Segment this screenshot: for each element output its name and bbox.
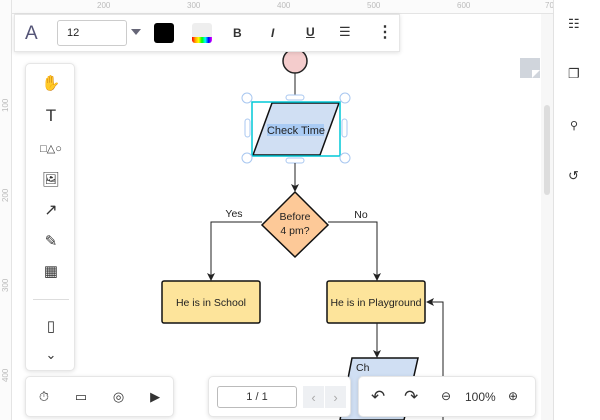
- resize-handles[interactable]: [241, 92, 351, 164]
- redo-icon[interactable]: ↷: [404, 387, 419, 406]
- playground-node[interactable]: [326, 280, 426, 324]
- pagination-panel: 1 / 1 ‹ ›: [208, 376, 351, 417]
- image-icon[interactable]: 🖼: [42, 170, 60, 187]
- zoom-out-icon[interactable]: ⊖: [441, 389, 452, 403]
- font-size-input[interactable]: 12: [57, 20, 127, 46]
- page-corner-icon[interactable]: [520, 58, 540, 78]
- search-icon[interactable]: ⚲: [570, 120, 579, 132]
- decision-label: Before: [280, 211, 311, 223]
- history-icon[interactable]: ↺: [568, 168, 579, 183]
- page-input[interactable]: 1 / 1: [217, 386, 297, 408]
- font-icon[interactable]: A: [25, 23, 38, 44]
- text-highlight: [267, 124, 324, 136]
- history-zoom-panel: ↶ ↷ ⊖ 100% ⊕: [358, 376, 536, 417]
- yes-label: Yes: [225, 208, 242, 220]
- present-icon[interactable]: ▶: [150, 388, 161, 404]
- decision-label: 4 pm?: [280, 225, 309, 237]
- more-options-icon[interactable]: ⋮: [377, 24, 393, 41]
- timer-icon[interactable]: ⏱: [38, 388, 50, 404]
- ruler-label: 400: [277, 1, 291, 10]
- ruler-label: 70: [545, 1, 554, 10]
- fill-color-button[interactable]: [192, 23, 212, 43]
- ruler-label: 600: [457, 1, 471, 10]
- properties-icon[interactable]: ☷: [568, 16, 580, 31]
- vertical-scrollbar[interactable]: [541, 14, 553, 420]
- italic-button[interactable]: I: [271, 26, 275, 40]
- playground-label: He is in Playground: [330, 297, 421, 309]
- hand-icon[interactable]: ✋: [41, 75, 61, 92]
- text-tool-icon[interactable]: T: [45, 106, 57, 125]
- table-icon[interactable]: ▦: [43, 263, 59, 280]
- zoom-level: 100%: [465, 390, 496, 404]
- undo-icon[interactable]: ↶: [371, 387, 386, 406]
- underline-button[interactable]: U: [306, 25, 315, 39]
- align-center-icon[interactable]: ☰: [339, 24, 351, 39]
- decision-node[interactable]: [260, 190, 330, 259]
- top-ruler: 200 300 400 500 600 70: [0, 0, 554, 14]
- comments-icon[interactable]: ◎: [112, 388, 125, 404]
- bold-button[interactable]: B: [233, 26, 242, 40]
- scrollbar-thumb[interactable]: [544, 105, 550, 195]
- shapes-icon[interactable]: □△○: [40, 142, 62, 155]
- template-icon[interactable]: ▯: [46, 318, 56, 335]
- prev-page-button[interactable]: ‹: [303, 386, 324, 408]
- ruler-label: 300: [187, 1, 201, 10]
- pen-icon[interactable]: ✎: [44, 233, 58, 250]
- chevron-down-icon[interactable]: [131, 29, 141, 35]
- start-node[interactable]: [282, 48, 308, 74]
- chevron-down-icon[interactable]: ⌄: [45, 347, 57, 362]
- ruler-label: 500: [367, 1, 381, 10]
- no-connector[interactable]: [328, 221, 381, 281]
- bottom-toolbar: ⏱ ▭ ◎ ▶: [25, 376, 174, 417]
- school-label: He is in School: [176, 297, 246, 309]
- arrow-icon[interactable]: ↗: [44, 202, 58, 219]
- selection-box: [251, 101, 341, 157]
- ruler-label: 200: [97, 1, 111, 10]
- next-page-button[interactable]: ›: [325, 386, 346, 408]
- text-color-button[interactable]: [154, 23, 174, 43]
- yes-connector[interactable]: [207, 221, 262, 281]
- layers-icon[interactable]: ❐: [568, 66, 580, 81]
- partial-node-label: Ch: [356, 362, 370, 374]
- right-sidebar: ☷ ❐ ⚲ ↺: [553, 0, 600, 420]
- zoom-in-icon[interactable]: ⊕: [508, 389, 519, 403]
- divider: [33, 299, 69, 300]
- text-format-toolbar: A 12 B I U ☰ ⋮: [14, 14, 400, 52]
- no-label: No: [354, 209, 368, 221]
- video-icon[interactable]: ▭: [74, 388, 88, 404]
- check-time-label: Check Time: [267, 125, 325, 137]
- tool-panel: ✋ T □△○ 🖼 ↗ ✎ ▦ ▯ ⌄: [25, 63, 75, 371]
- left-ruler: 100 200 300 400: [0, 0, 12, 420]
- school-node[interactable]: [161, 280, 261, 324]
